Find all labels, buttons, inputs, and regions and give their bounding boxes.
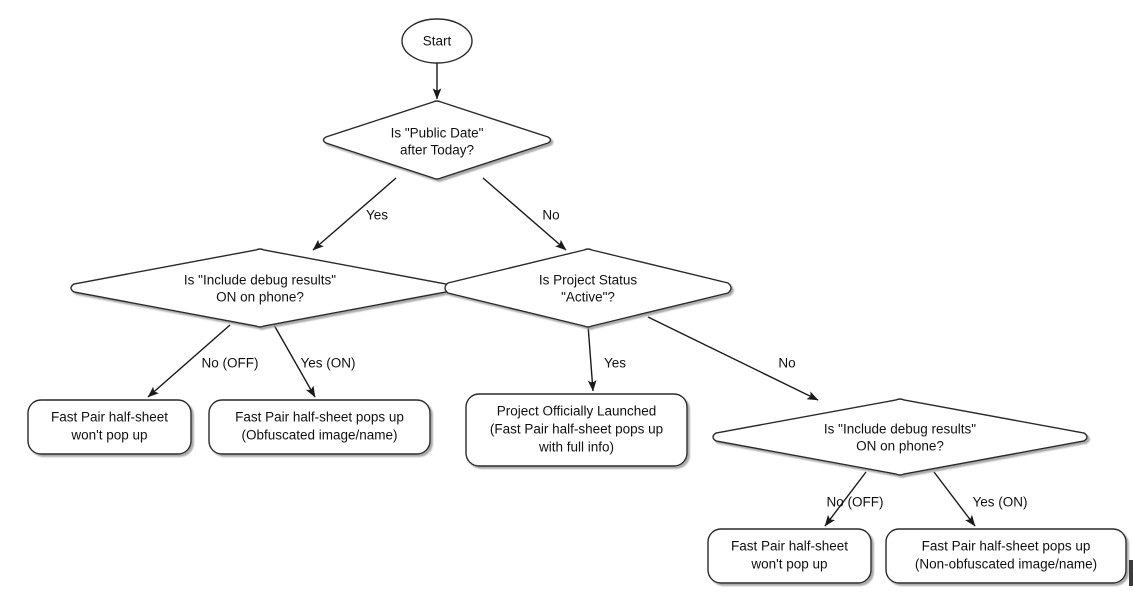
terminal-left-on-line1: Fast Pair half-sheet pops up: [235, 410, 404, 425]
project-status-line2: "Active"?: [561, 290, 615, 305]
node-terminal-right-on[interactable]: Fast Pair half-sheet pops up (Non-obfusc…: [885, 528, 1127, 584]
terminal-launched-box: [465, 393, 688, 467]
start-label: Start: [423, 34, 452, 49]
edge-label-project-status-no: No: [778, 356, 795, 371]
node-start[interactable]: Start: [401, 18, 473, 64]
terminal-left-off-line2: won't pop up: [70, 428, 147, 443]
node-terminal-right-off[interactable]: Fast Pair half-sheet won't pop up: [707, 528, 872, 584]
edge-labels-layer: Yes No No (OFF) Yes (ON) Yes No No (OFF)…: [202, 208, 1028, 510]
edge-label-project-status-yes: Yes: [604, 356, 626, 371]
terminal-left-on-box: [208, 399, 431, 455]
start-ellipse: [401, 18, 473, 64]
project-status-line1: Is Project Status: [539, 273, 638, 288]
edge-public-date-no: [482, 177, 567, 251]
public-date-diamond: [322, 100, 552, 180]
public-date-line1: Is "Public Date": [391, 126, 484, 141]
terminal-left-off-line1: Fast Pair half-sheet: [51, 410, 168, 425]
edge-project-status-yes: [587, 324, 597, 392]
edge-project-status-no: [647, 316, 819, 401]
project-status-diamond: [444, 248, 732, 328]
terminal-launched-line2: (Fast Pair half-sheet pops up: [490, 422, 663, 437]
debug-left-diamond: [70, 248, 450, 328]
edge-debug-left-no: [147, 324, 231, 398]
terminal-launched-line3: with full info): [538, 440, 614, 455]
edge-debug-left-yes: [273, 324, 316, 398]
edge-label-debug-right-yes: Yes (ON): [972, 495, 1027, 510]
edge-label-debug-left-no: No (OFF): [202, 356, 259, 371]
debug-right-diamond: [712, 398, 1088, 476]
edge-debug-right-yes: [933, 471, 976, 527]
edge-public-date-yes: [312, 177, 397, 251]
node-terminal-left-on[interactable]: Fast Pair half-sheet pops up (Obfuscated…: [208, 399, 431, 455]
terminal-right-on-line2: (Non-obfuscated image/name): [915, 557, 1097, 572]
edge-label-public-date-yes: Yes: [366, 208, 388, 223]
terminal-left-on-line2: (Obfuscated image/name): [241, 428, 397, 443]
debug-left-line2: ON on phone?: [216, 290, 304, 305]
canvas-edge-artifact: [1129, 560, 1133, 586]
debug-right-line1: Is "Include debug results": [824, 422, 976, 437]
terminal-right-on-box: [885, 528, 1127, 584]
terminal-right-off-box: [707, 528, 872, 584]
terminal-right-off-line2: won't pop up: [750, 557, 827, 572]
edge-label-debug-right-no: No (OFF): [827, 495, 884, 510]
public-date-line2: after Today?: [400, 143, 474, 158]
debug-right-line2: ON on phone?: [856, 439, 944, 454]
terminal-right-on-line1: Fast Pair half-sheet pops up: [922, 539, 1091, 554]
terminal-launched-line1: Project Officially Launched: [497, 404, 657, 419]
node-decision-project-status[interactable]: Is Project Status "Active"?: [444, 248, 732, 328]
node-decision-debug-right[interactable]: Is "Include debug results" ON on phone?: [712, 398, 1088, 476]
edge-label-public-date-no: No: [542, 208, 559, 223]
node-decision-public-date[interactable]: Is "Public Date" after Today?: [322, 100, 552, 180]
node-terminal-left-off[interactable]: Fast Pair half-sheet won't pop up: [27, 399, 192, 455]
node-decision-debug-left[interactable]: Is "Include debug results" ON on phone?: [70, 248, 450, 328]
terminal-right-off-line1: Fast Pair half-sheet: [731, 539, 848, 554]
edge-debug-right-no: [824, 471, 867, 527]
edge-label-debug-left-yes: Yes (ON): [300, 356, 355, 371]
edges-layer: [147, 63, 976, 527]
node-terminal-launched[interactable]: Project Officially Launched (Fast Pair h…: [465, 393, 688, 467]
debug-left-line1: Is "Include debug results": [184, 273, 336, 288]
terminal-left-off-box: [27, 399, 192, 455]
